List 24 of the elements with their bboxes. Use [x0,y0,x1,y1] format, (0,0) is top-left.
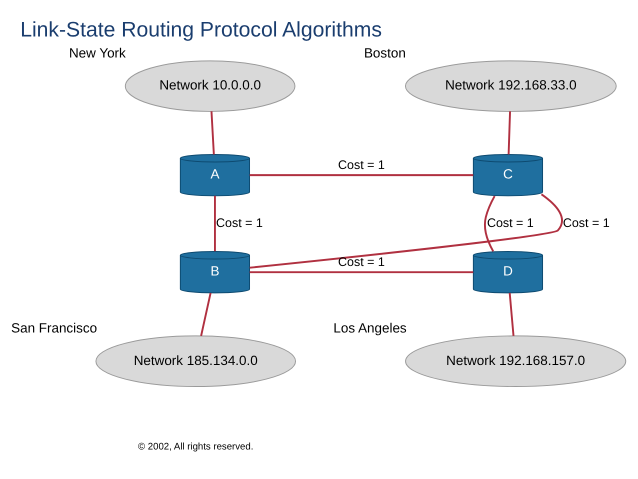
connector [250,174,474,176]
connector [250,270,474,273]
edge-label: Cost = 1 [562,215,610,230]
connector [508,292,514,336]
node-label: New York [68,44,126,60]
edge-label: Cost = 1 [338,157,385,172]
connector [214,195,216,251]
node-ellipse: Network 185.134.0.0 [95,334,296,386]
edge-label: Cost = 1 [216,215,263,230]
node-ellipse: Network 10.0.0.0 [124,60,296,112]
node-label: Los Angeles [333,320,407,335]
connector [508,110,511,154]
node-ellipse: Network 192.168.157.0 [405,334,626,386]
edge-label: Cost = 1 [338,254,385,268]
connector [210,110,215,154]
connector [484,195,496,252]
node-ellipse: Network 192.168.33.0 [404,60,617,112]
node-label: Boston [364,44,406,60]
edge-label: Cost = 1 [486,215,534,230]
connector [200,292,212,336]
label: © 2002, All rights reserved. [138,440,254,452]
diagram-title: Link-State Routing Protocol Algorithms [20,18,382,42]
node-label: San Francisco [11,320,98,335]
connector [250,193,563,268]
